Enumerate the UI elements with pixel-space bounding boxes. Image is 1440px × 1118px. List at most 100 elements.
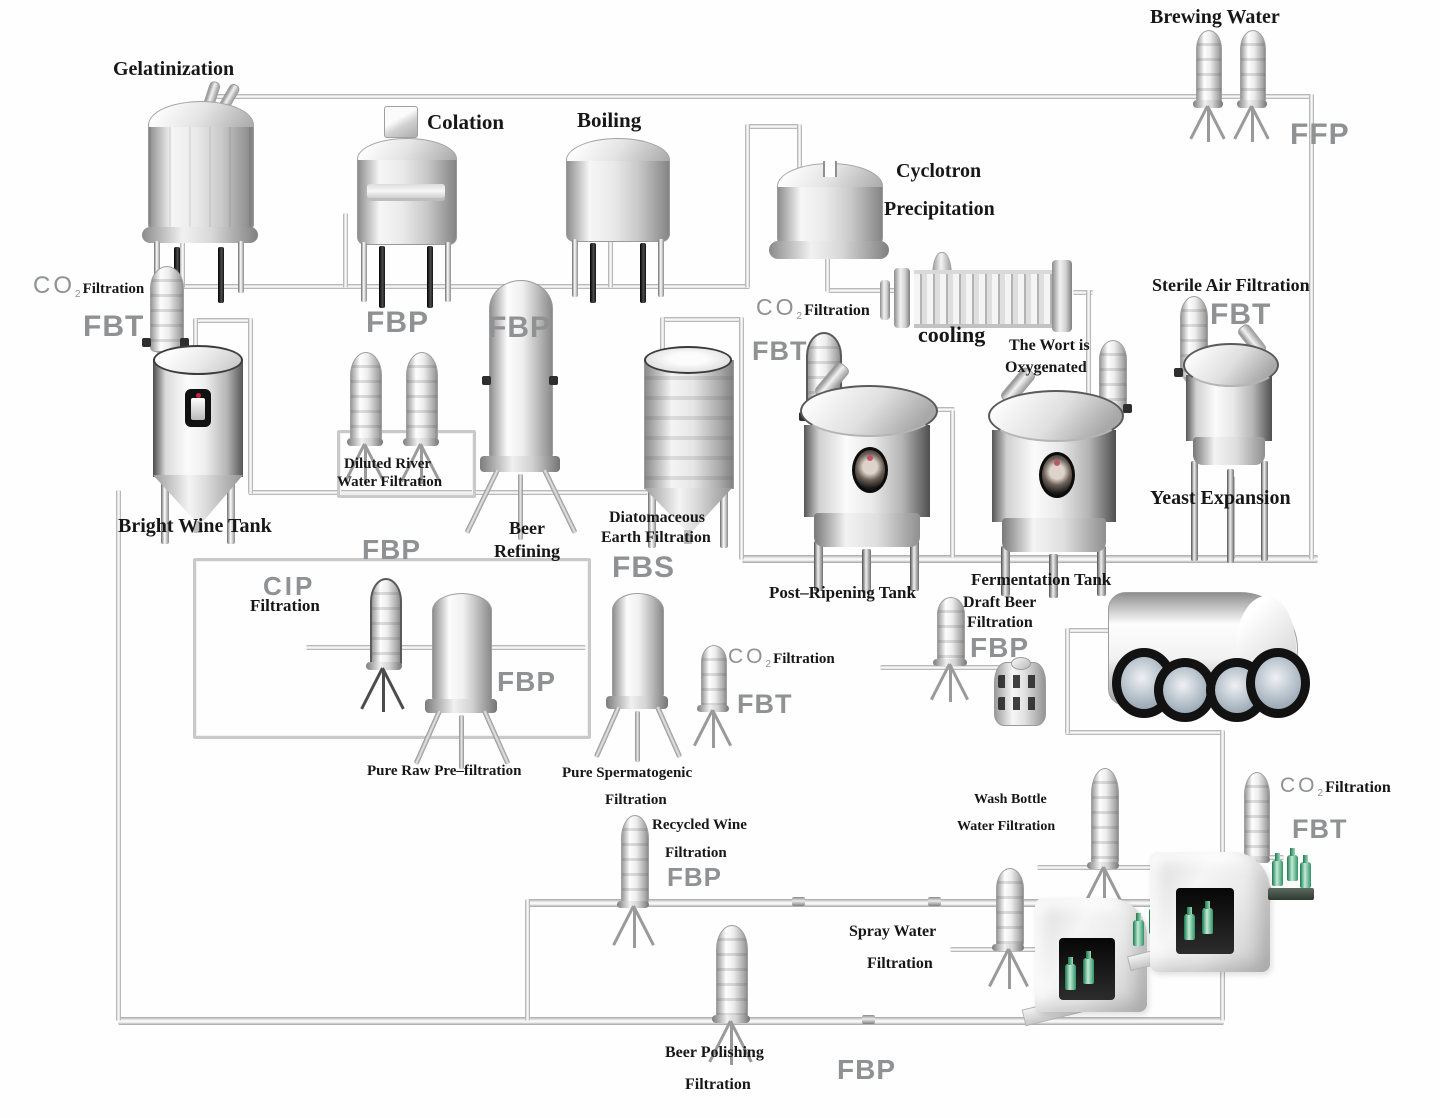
pipe-segment bbox=[739, 317, 744, 560]
wash-bottle-label-line1: Wash Bottle bbox=[974, 792, 1047, 807]
diluted-river-filter bbox=[347, 352, 384, 484]
pipe-segment bbox=[215, 94, 1312, 99]
dome-slot bbox=[823, 161, 837, 177]
filter-flange bbox=[992, 944, 1024, 951]
tank-dome bbox=[988, 390, 1124, 442]
pipe-segment bbox=[248, 490, 648, 495]
diluted-river-label-line2: Water Filtration bbox=[337, 474, 443, 490]
beer-refining-column bbox=[464, 280, 578, 545]
brewing-water-label: Brewing Water bbox=[1150, 6, 1280, 28]
filter-cartridge bbox=[370, 578, 402, 668]
tank-leg bbox=[227, 460, 235, 544]
fbt-code-sterile: FBT bbox=[1210, 298, 1272, 331]
tank-skirt bbox=[1002, 518, 1106, 552]
pipe-segment bbox=[742, 555, 1318, 563]
tank-leg bbox=[1191, 461, 1198, 561]
filter-flange bbox=[617, 901, 649, 908]
pipe-segment bbox=[180, 208, 185, 288]
colation-tank bbox=[357, 106, 457, 308]
filter-flange bbox=[347, 438, 383, 446]
column-leg bbox=[655, 705, 683, 759]
brewing-water-filter bbox=[1193, 30, 1223, 142]
pipe-segment bbox=[660, 317, 665, 357]
filter-cartridge bbox=[1244, 772, 1270, 860]
yeast-expansion-label: Yeast Expansion bbox=[1150, 487, 1291, 509]
diatomaceous-label-line2: Earth Filtration bbox=[601, 529, 711, 546]
tank-outlet-stub bbox=[194, 521, 202, 533]
tank-leg bbox=[238, 241, 244, 293]
beer-bottle bbox=[1300, 855, 1311, 888]
pipe-segment bbox=[828, 288, 898, 293]
pipe-segment bbox=[116, 490, 121, 1021]
pipe-segment bbox=[248, 318, 253, 494]
clamp-lug bbox=[549, 376, 558, 385]
column-leg bbox=[518, 474, 523, 540]
exchanger-end-plate bbox=[894, 268, 910, 328]
spray-water-label-line1: Spray Water bbox=[849, 923, 937, 940]
pipe-segment bbox=[525, 899, 530, 1021]
recycled-wine-label-line2: Filtration bbox=[665, 845, 727, 861]
filter-tripod bbox=[1207, 108, 1210, 142]
boiling-label: Boiling bbox=[577, 108, 642, 132]
filter-cartridge bbox=[1196, 30, 1222, 104]
pipe-segment bbox=[745, 124, 750, 288]
tank-leg bbox=[1001, 546, 1010, 596]
sterile-air-label: Sterile Air Filtration bbox=[1152, 275, 1310, 295]
fbt-code-bottling: FBT bbox=[1292, 814, 1348, 844]
filtration-text: Filtration bbox=[773, 651, 835, 667]
filter-tripod bbox=[1103, 869, 1106, 905]
tank-leg bbox=[218, 247, 224, 303]
pipe-segment bbox=[1065, 730, 1225, 735]
pure-raw-prefiltration-column bbox=[413, 593, 511, 769]
tank-leg bbox=[161, 460, 169, 544]
cooling-heat-exchanger bbox=[880, 252, 1082, 334]
clamp-lug bbox=[180, 338, 189, 347]
keg-cap bbox=[1011, 657, 1031, 670]
filter-tripod bbox=[420, 446, 423, 484]
fbp-code-pure-raw: FBP bbox=[497, 666, 556, 697]
filter-flange bbox=[366, 662, 402, 670]
filter-flange bbox=[712, 1015, 750, 1023]
tank-leg bbox=[154, 241, 160, 293]
tank-dome bbox=[1183, 343, 1279, 387]
diluted-river-label-line1: Diluted River bbox=[344, 456, 432, 472]
beer-bottle bbox=[1272, 853, 1283, 886]
filter-flange bbox=[403, 438, 439, 446]
pipe-joint bbox=[928, 897, 941, 906]
column-leg bbox=[459, 715, 464, 769]
beer-polishing-label-line2: Filtration bbox=[685, 1076, 751, 1093]
pipe-segment bbox=[1086, 290, 1091, 428]
column-flange bbox=[606, 696, 668, 709]
tank-leg bbox=[1261, 461, 1268, 561]
recycled-wine-label-line1: Recycled Wine bbox=[652, 817, 747, 833]
filter-cartridge bbox=[1091, 768, 1119, 866]
filter-tripod bbox=[730, 1023, 733, 1065]
filter-flange bbox=[1193, 100, 1223, 108]
cip-filter bbox=[366, 578, 402, 712]
grist-hopper-cube bbox=[384, 106, 418, 138]
pipe-segment bbox=[118, 1017, 1224, 1025]
spray-water-label-line2: Filtration bbox=[867, 955, 933, 972]
beer-bottle bbox=[1287, 848, 1298, 881]
cyclotron-precipitation-tank bbox=[769, 161, 889, 261]
pipe-segment bbox=[1309, 94, 1314, 560]
pure-spermatogenic-label-line1: Pure Spermatogenic bbox=[562, 765, 693, 781]
fbt-code-top: FBT bbox=[83, 310, 145, 343]
fbp-code-recycled: FBP bbox=[667, 862, 722, 892]
tank-leg bbox=[862, 549, 871, 593]
co2-subscript: 2 bbox=[75, 289, 81, 301]
sight-glass bbox=[1039, 452, 1075, 498]
pipe-segment bbox=[745, 124, 801, 129]
pipe-joint bbox=[862, 1015, 875, 1024]
column-body bbox=[432, 593, 492, 703]
co2-subscript: 2 bbox=[765, 659, 772, 671]
tank-leg bbox=[910, 541, 919, 591]
bright-wine-tank-label: Bright Wine Tank bbox=[118, 515, 272, 537]
bottle-crate bbox=[1268, 888, 1314, 900]
filter-tripod bbox=[949, 666, 952, 702]
pipe-segment bbox=[608, 231, 613, 288]
draft-beer-filter bbox=[933, 597, 967, 702]
filtration-text: Filtration bbox=[804, 302, 870, 319]
